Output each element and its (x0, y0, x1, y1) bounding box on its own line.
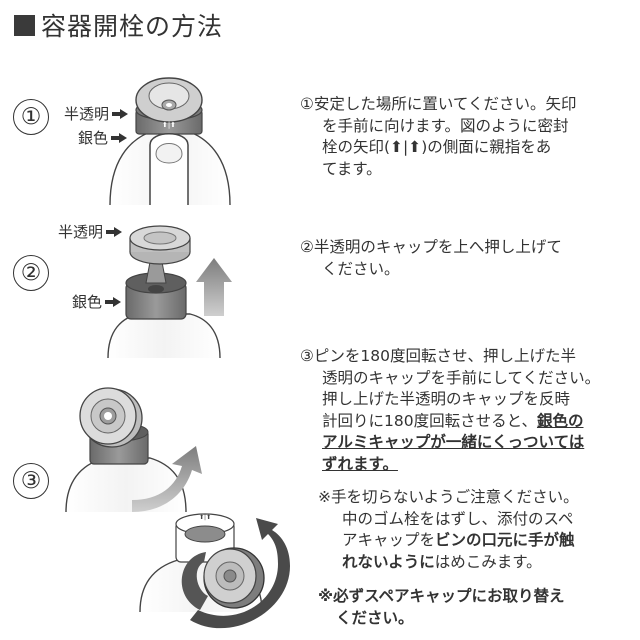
step1-line: 栓の矢印(⬆|⬆)の側面に親指をあ (322, 138, 552, 156)
step1-text: ①安定した場所に置いてください。矢印 を手前に向けます。図のように密封 栓の矢印… (300, 94, 576, 180)
step2-line: ください。 (322, 259, 400, 278)
rotate-arrow-icon (132, 446, 202, 512)
title-text: 容器開栓の方法 (41, 12, 224, 41)
svg-text:⬆|⬆: ⬆|⬆ (199, 514, 211, 521)
step2-line: ②半透明のキャップを上へ押し上げて (300, 238, 562, 256)
pointer-arrow-icon (106, 226, 123, 237)
emphasis-underline: ずれます。 (322, 454, 398, 473)
pointer-arrow-icon (112, 108, 129, 119)
emphasis-underline: アルミキャップが一緒にくっついては (322, 433, 585, 451)
step1-line: てます。 (322, 159, 382, 178)
label-translucent-2: 半透明 (58, 221, 123, 242)
step3-line: 押し上げた半透明のキャップを反時 (322, 390, 571, 408)
emphasis-underline: 銀色の (536, 411, 584, 430)
note-2: ※必ずスペアキャップにお取り替え ください。 (318, 587, 565, 627)
title-square-icon (14, 14, 35, 36)
note-1: ※手を切らないようご注意ください。 中のゴム栓をはずし、添付のスペ アキャップを… (318, 488, 579, 571)
step3-line: ずれます。 (300, 454, 600, 476)
step1-illustration: ⬆|⬆ (109, 77, 231, 206)
step3b-illustration: ⬆|⬆ (139, 513, 290, 629)
svg-text:⬆|⬆: ⬆|⬆ (162, 121, 176, 129)
step3-line: 計回りに180度回転させると、銀色の (322, 411, 584, 430)
step-number-2: ② (13, 255, 49, 291)
up-arrow-icon (196, 258, 232, 316)
step3-line: 透明のキャップを手前にしてください。 (322, 368, 601, 387)
step-number-1: ① (13, 99, 49, 135)
rotate-arrow-icon-2 (181, 552, 208, 610)
pointer-arrow-icon (105, 296, 122, 307)
label-translucent-1: 半透明 (64, 103, 129, 124)
label-silver-1: 銀色 (78, 127, 128, 148)
step3-line: アルミキャップが一緒にくっついては (300, 432, 600, 454)
step2-illustration (107, 225, 232, 359)
step3a-illustration (65, 387, 202, 513)
page-title: 容器開栓の方法 (14, 8, 223, 42)
step3-line: ③ピンを180度回転させ、押し上げた半 (300, 347, 576, 365)
pointer-arrow-icon (111, 132, 128, 143)
step1-line: を手前に向けます。図のように密封 (322, 116, 569, 135)
step-number-3: ③ (13, 463, 49, 499)
step1-line: ①安定した場所に置いてください。矢印 (300, 95, 577, 113)
step3-text: ③ピンを180度回転させ、押し上げた半 透明のキャップを手前にしてください。 押… (300, 346, 600, 475)
step2-text: ②半透明のキャップを上へ押し上げて ください。 (300, 237, 562, 280)
label-silver-2: 銀色 (72, 291, 122, 312)
